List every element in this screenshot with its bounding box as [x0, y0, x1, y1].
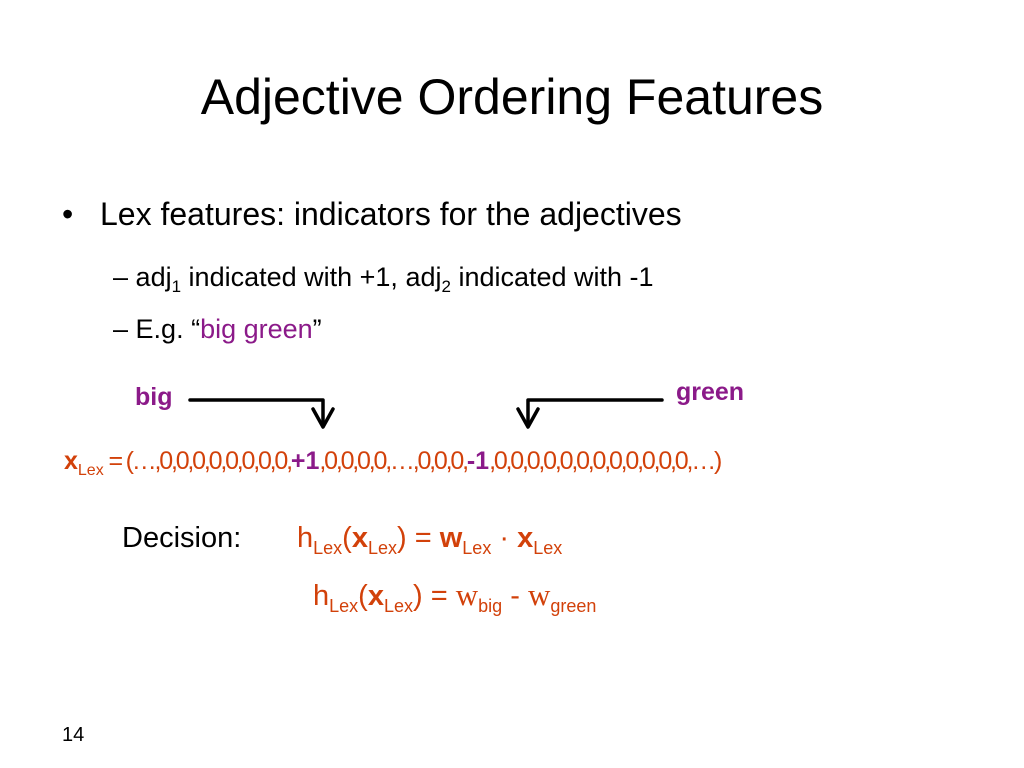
formula-x-subscript: Lex	[383, 596, 414, 616]
decision-label: Decision:	[122, 522, 242, 554]
adj2-description: indicated with -1	[450, 262, 654, 292]
example-highlight: big green	[200, 314, 313, 344]
formula-equals: ) =	[413, 580, 456, 612]
label-green: green	[676, 378, 745, 406]
formula-h: h	[313, 580, 330, 612]
decision-formula-weights: hLex(xLex) = wbig - wgreen	[313, 575, 596, 616]
formula-minus: -	[502, 580, 528, 612]
formula-open-paren: (	[342, 522, 352, 554]
formula-x: x	[367, 580, 384, 612]
subbullet-dash: –	[113, 314, 129, 344]
arrow-big	[188, 398, 335, 429]
example-suffix: ”	[312, 314, 322, 344]
vector-variable: x	[64, 447, 78, 475]
formula-w: w	[439, 522, 463, 554]
adj1-word: adj	[135, 262, 172, 292]
formula-x2-subscript: Lex	[533, 538, 563, 558]
formula-h-subscript: Lex	[329, 596, 359, 616]
formula-equals: ) =	[397, 522, 440, 554]
formula-x: x	[351, 522, 368, 554]
vector-tail: ,0,0,0,0,0,0,0,0,0,0,0,0,…)	[489, 447, 722, 475]
bullet-item: • Lex features: indicators for the adject…	[62, 192, 682, 236]
vector-middle: ,0,0,0,0,…,0,0,0,	[319, 447, 469, 475]
subbullet-example: – E.g. “big green”	[113, 310, 322, 348]
formula-h: h	[297, 522, 314, 554]
adj1-description: indicated with +1,	[181, 262, 406, 292]
formula-w-green-subscript: green	[550, 596, 597, 616]
formula-w-subscript: Lex	[462, 538, 492, 558]
formula-h-subscript: Lex	[313, 538, 343, 558]
page-number: 14	[62, 724, 85, 746]
adj1-subscript: 1	[171, 277, 182, 296]
subbullet-adj-indicators: – adj1 indicated with +1, adj2 indicated…	[113, 258, 654, 296]
vector-subscript: Lex	[77, 462, 104, 479]
bullet-dot: •	[62, 196, 74, 232]
formula-dot: ·	[491, 522, 518, 554]
vector-head: = (…,0,0,0,0,0,0,0,0,	[103, 447, 293, 475]
subbullet-dash: –	[113, 262, 129, 292]
slide-title: Adjective Ordering Features	[200, 69, 824, 125]
formula-w-big: w	[455, 577, 479, 612]
vector-plus-one: +1	[290, 447, 320, 475]
example-prefix: E.g. “	[135, 314, 201, 344]
adj2-subscript: 2	[441, 277, 451, 296]
decision-formula-dot-product: hLex(xLex) = wLex · xLex	[297, 518, 562, 558]
formula-w-green: w	[527, 577, 551, 612]
formula-x2: x	[517, 522, 534, 554]
vector-minus-one: -1	[466, 447, 490, 475]
bullet-text: Lex features: indicators for the adjecti…	[100, 196, 682, 232]
formula-x-subscript: Lex	[367, 538, 398, 558]
adj2-word: adj	[405, 262, 442, 292]
formula-w-big-subscript: big	[478, 596, 503, 616]
label-big: big	[135, 383, 173, 411]
formula-open-paren: (	[358, 580, 368, 612]
arrow-green	[516, 398, 664, 429]
feature-vector: xLex = (…,0,0,0,0,0,0,0,0,+1,0,0,0,0,…,0…	[64, 444, 722, 479]
